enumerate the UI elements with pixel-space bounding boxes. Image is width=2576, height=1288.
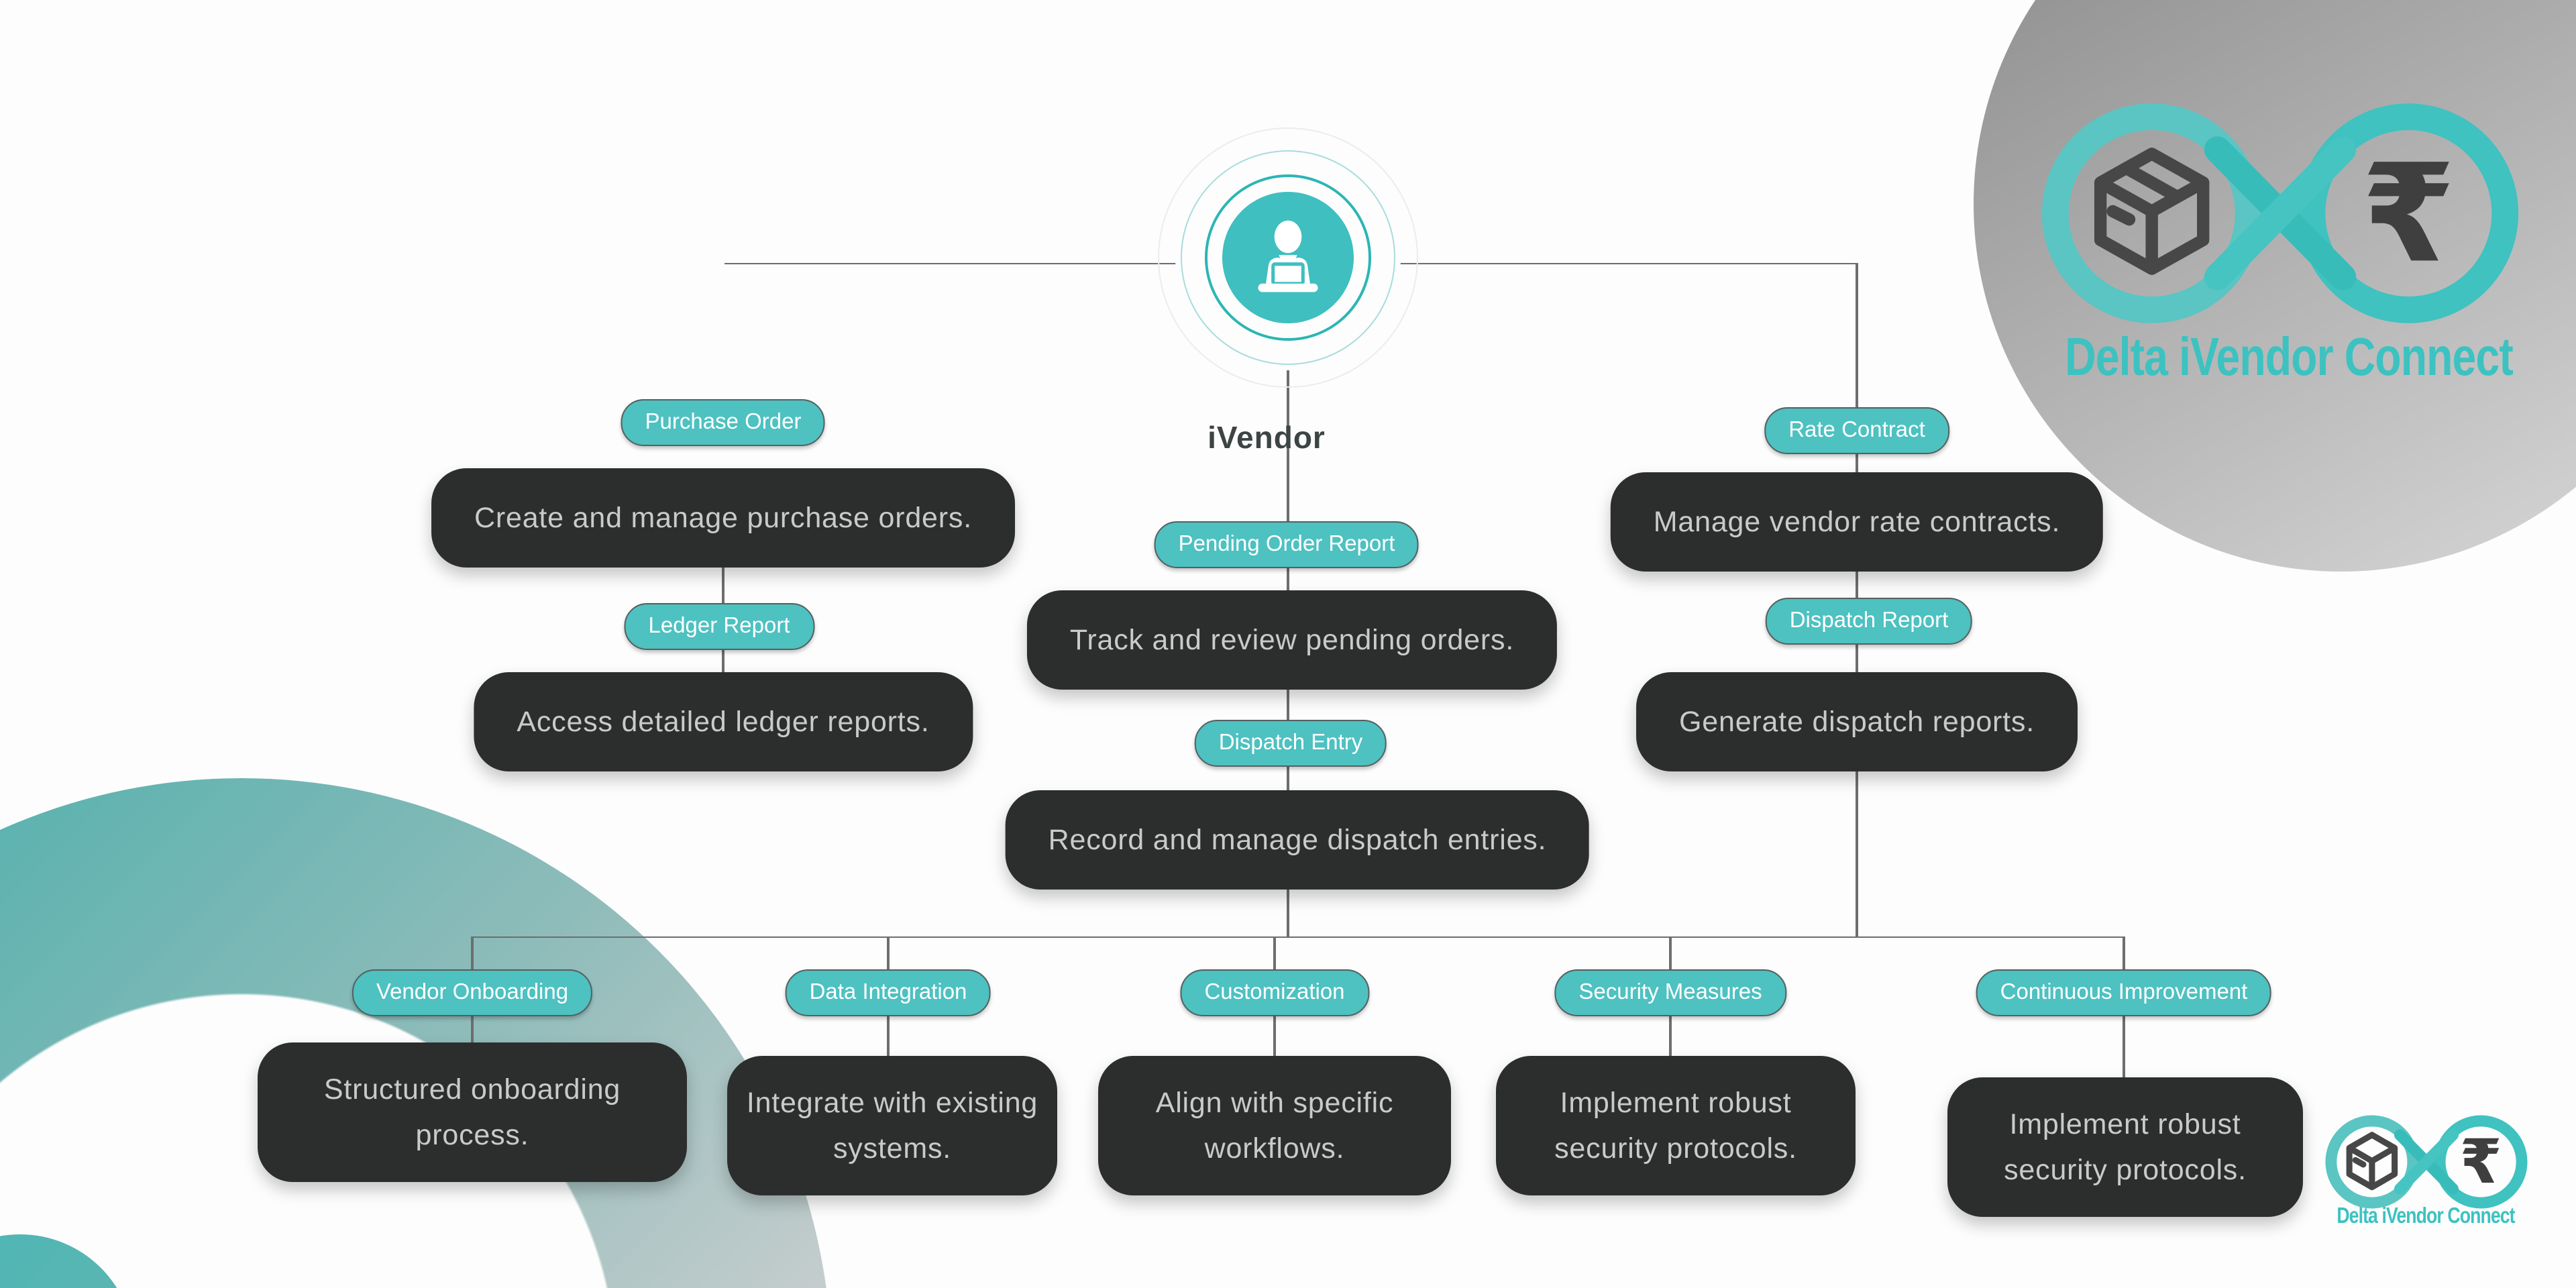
node-desc-customization: Align with specific workflows. <box>1098 1056 1451 1195</box>
infinity-icon: ₹ <box>2029 90 2532 337</box>
node-desc-ledger-report: Access detailed ledger reports. <box>474 672 973 771</box>
node-pill-dispatch-report: Dispatch Report <box>1765 598 1973 645</box>
node-desc-dispatch-entry: Record and manage dispatch entries. <box>1005 790 1590 890</box>
rupee-icon: ₹ <box>2361 134 2456 292</box>
rupee-icon: ₹ <box>2460 1127 2502 1197</box>
node-desc-dispatch-report: Generate dispatch reports. <box>1636 672 2078 771</box>
hub-middle-ring <box>1181 150 1395 365</box>
node-desc-rate-contract: Manage vendor rate contracts. <box>1610 472 2104 572</box>
node-desc-pending-order-report: Track and review pending orders. <box>1026 590 1558 690</box>
brand-name-large: Delta iVendor Connect <box>2065 327 2514 388</box>
node-desc-purchase-order: Create and manage purchase orders. <box>431 468 1015 568</box>
node-pill-ledger-report: Ledger Report <box>624 603 814 650</box>
node-pill-data-integration: Data Integration <box>785 969 991 1016</box>
node-pill-pending-order-report: Pending Order Report <box>1154 521 1419 568</box>
hub-inner-ring <box>1205 174 1371 341</box>
hub-node <box>1222 192 1354 323</box>
node-pill-dispatch-entry: Dispatch Entry <box>1194 720 1387 767</box>
node-pill-customization: Customization <box>1180 969 1369 1016</box>
node-pill-rate-contract: Rate Contract <box>1764 407 1949 454</box>
node-pill-continuous-improvement: Continuous Improvement <box>1976 969 2272 1016</box>
node-pill-purchase-order: Purchase Order <box>621 399 826 446</box>
node-desc-security-measures: Implement robust security protocols. <box>1496 1056 1856 1195</box>
brand-name-small: Delta iVendor Connect <box>2337 1204 2515 1230</box>
hub-outer-ring <box>1158 127 1418 388</box>
brand-logo-small: ₹ <box>2320 1110 2533 1214</box>
root-node-label: iVendor <box>1208 420 1326 455</box>
package-box-icon <box>2346 1132 2398 1191</box>
teal-ring-decoration <box>0 778 832 1288</box>
connector-bottom-horizontal <box>471 936 2124 938</box>
node-desc-data-integration: Integrate with existing systems. <box>727 1056 1057 1195</box>
node-desc-continuous-improvement: Implement robust security protocols. <box>1947 1077 2303 1217</box>
person-at-laptop-icon <box>1246 216 1330 299</box>
node-pill-security-measures: Security Measures <box>1554 969 1786 1016</box>
node-desc-vendor-onboarding: Structured onboarding process. <box>258 1042 687 1182</box>
brand-logo-large: ₹ <box>2029 90 2532 337</box>
infinity-icon: ₹ <box>2320 1110 2533 1214</box>
node-pill-vendor-onboarding: Vendor Onboarding <box>352 969 593 1016</box>
package-box-icon <box>2094 148 2210 275</box>
